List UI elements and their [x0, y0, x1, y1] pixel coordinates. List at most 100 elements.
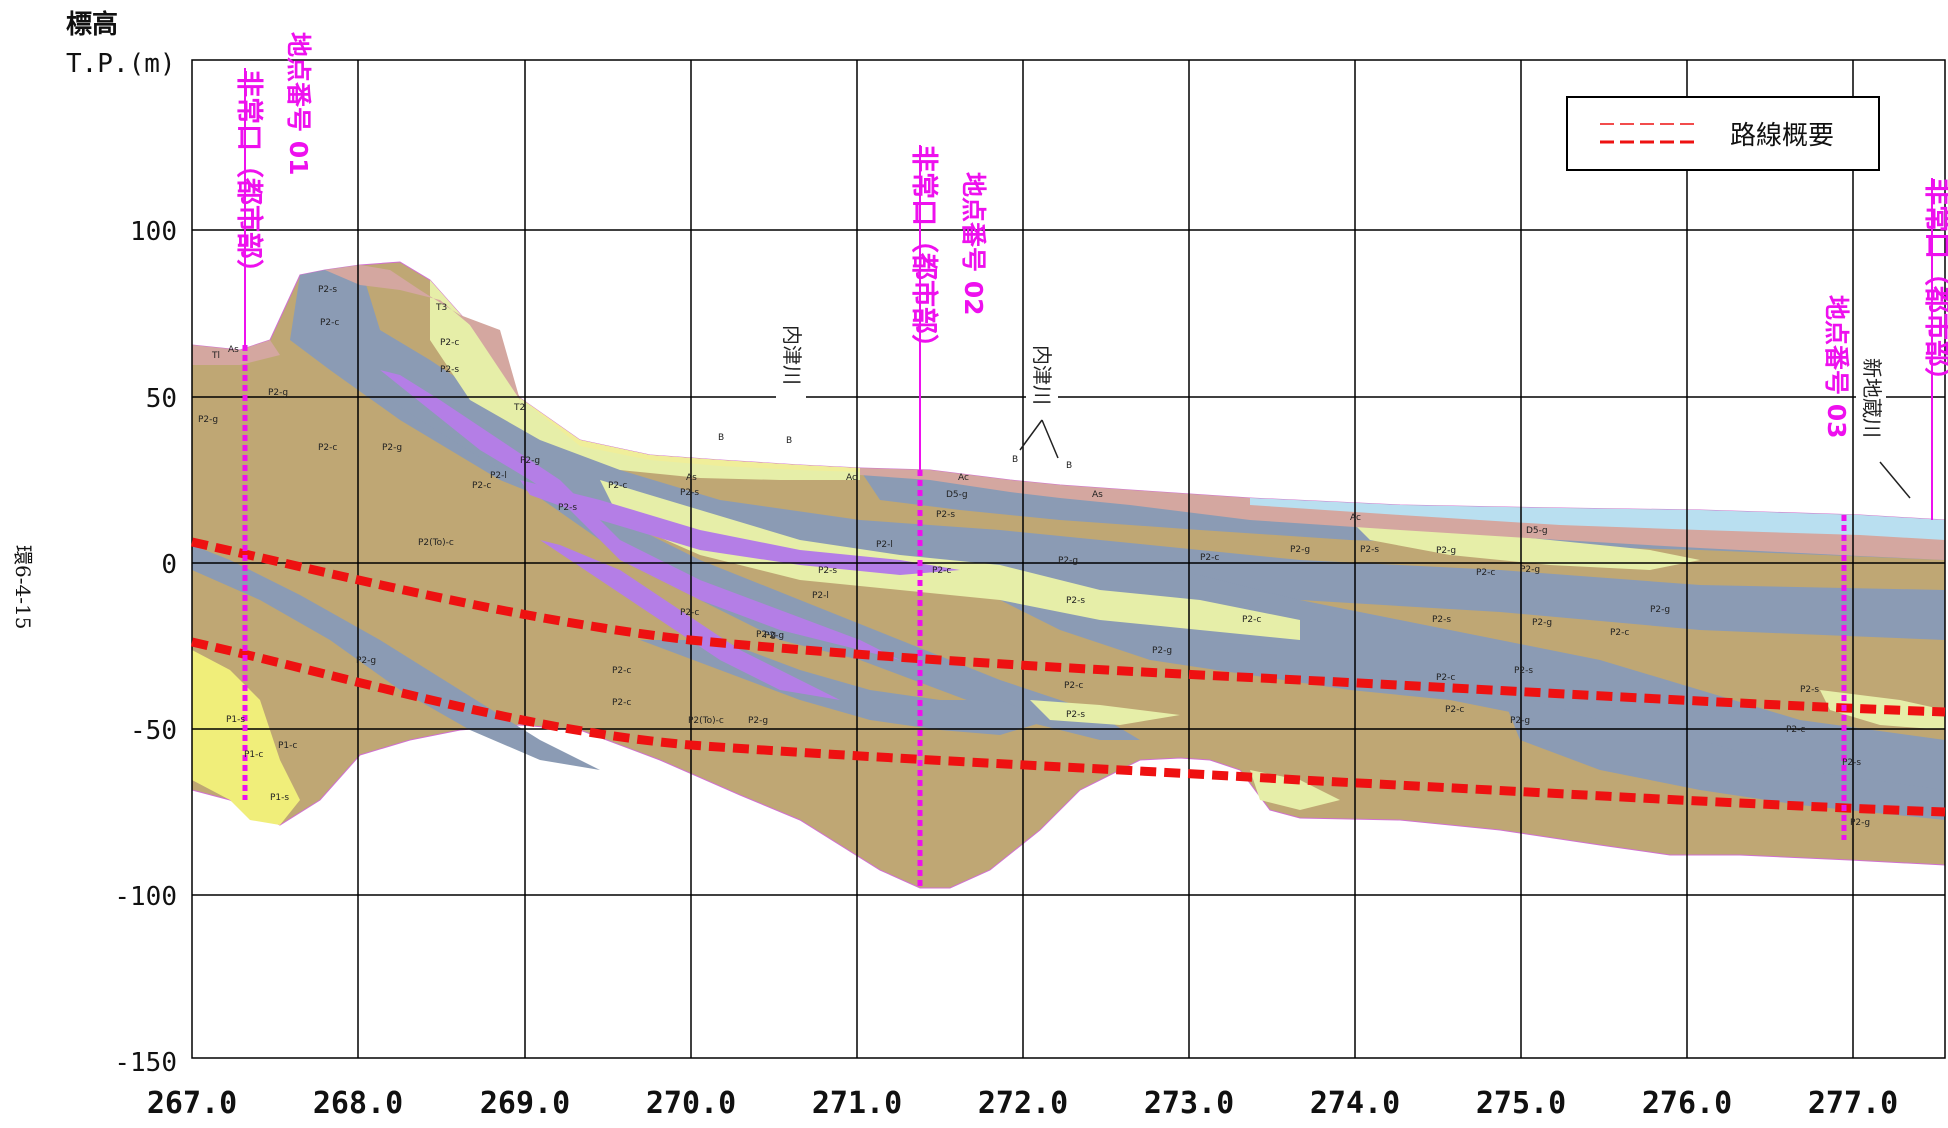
geology-unit-label: B: [1012, 455, 1018, 465]
geology-unit-label: P2-g: [748, 716, 768, 726]
marker-label-emergency-1: 非常口（都市部）: [233, 70, 265, 286]
geology-unit-label: P2-c: [472, 481, 491, 491]
geology-unit-label: P2-g: [1152, 646, 1172, 656]
layer-sand-6: [1820, 690, 1945, 730]
geology-unit-label: P2-s: [1066, 596, 1085, 606]
layer-lignite-3: [520, 480, 960, 575]
geology-unit-label: Ac: [846, 473, 857, 483]
legend: 路線概要: [1566, 96, 1880, 171]
legend-label: 路線概要: [1730, 121, 1834, 151]
grid: [191, 59, 1946, 1059]
geology-unit-label: P2-s: [680, 488, 699, 498]
x-tick-276: 276.0: [1642, 1086, 1732, 1121]
geology-unit-label: P2-c: [1436, 673, 1455, 683]
x-tick-275: 275.0: [1476, 1086, 1566, 1121]
geology-unit-label: P2-g: [198, 415, 218, 425]
geology-unit-label: P2-c: [608, 481, 627, 491]
geology-unit-label: P2-s: [1514, 666, 1533, 676]
x-axis-ticks: 267.0 268.0 269.0 270.0 271.0 272.0 273.…: [147, 1086, 1898, 1121]
geology-unit-label: Tl: [211, 351, 220, 361]
layer-lignite-1: [380, 370, 900, 660]
geology-unit-label: As: [1092, 490, 1103, 500]
geology-unit-label: P2-s: [558, 503, 577, 513]
x-tick-270: 270.0: [646, 1086, 736, 1121]
geology-unit-label: P2-s: [318, 285, 337, 295]
y-axis-title-line1: 標高: [66, 9, 118, 40]
layer-sand-1: [430, 280, 860, 480]
layer-sand-3: [1350, 520, 1700, 570]
x-tick-273: 273.0: [1144, 1086, 1234, 1121]
route-lines: [191, 537, 1946, 817]
geology-unit-label: T2: [513, 403, 525, 413]
geology-unit-label: P2-c: [440, 338, 459, 348]
geology-unit-label: P2-c: [318, 443, 337, 453]
y-tick-minus50: -50: [130, 716, 177, 746]
geology-unit-label: P2-g: [764, 631, 784, 641]
marker-label-emergency-3: 非常口（都市部）: [1921, 178, 1948, 394]
geology-unit-label: P2-g: [1290, 545, 1310, 555]
geology-unit-label: P2-c: [1610, 628, 1629, 638]
geology-unit-label: P2-g: [1436, 546, 1456, 556]
page-number: 環6-4-15: [11, 545, 35, 629]
marker-lines: [242, 345, 1847, 890]
geology-unit-label: P2-g: [1510, 716, 1530, 726]
geology-unit-label: P2-c: [1476, 568, 1495, 578]
geology-unit-label: P2-g: [1850, 818, 1870, 828]
y-tick-0: 0: [161, 550, 177, 580]
geology-layers: [192, 261, 1945, 889]
layer-sand-2: [600, 480, 1300, 640]
river-label-shinjizo: 新地蔵川: [1860, 358, 1884, 438]
geology-unit-label: P2-s: [1066, 710, 1085, 720]
geology-unit-label: B: [1066, 461, 1072, 471]
geology-unit-label: Ac: [958, 473, 969, 483]
geology-unit-label: P1-c: [278, 741, 297, 751]
geology-unit-label: P2(To)-c: [418, 538, 454, 548]
river-labels: 内津川 内津川 新地蔵川: [776, 318, 1911, 499]
geology-unit-label: P2-g: [520, 456, 540, 466]
route-line-lower: [191, 637, 1946, 817]
geology-unit-label: P2-c: [1445, 705, 1464, 715]
marker-label-point-03: 地点番号 03: [1822, 295, 1851, 439]
layer-terrace-left: [192, 340, 280, 365]
geology-unit-label: P2-g: [756, 630, 776, 640]
geology-unit-label: P2-g: [356, 656, 376, 666]
geology-unit-label: P2-g: [1520, 565, 1540, 575]
y-axis-title-line2: T.P.(m): [66, 49, 176, 79]
x-tick-267: 267.0: [147, 1086, 237, 1121]
geology-unit-label: P2-s: [1360, 545, 1379, 555]
geology-unit-label: P2-c: [1242, 615, 1261, 625]
legend-box: [1566, 96, 1880, 171]
x-tick-272: 272.0: [978, 1086, 1068, 1121]
geology-unit-label: P2-s: [440, 365, 459, 375]
geology-unit-label: P2-c: [612, 698, 631, 708]
geology-unit-label: P2-g: [382, 443, 402, 453]
geology-unit-label: P2-s: [936, 510, 955, 520]
geology-unit-label: P2-c: [932, 566, 951, 576]
y-tick-100: 100: [130, 217, 177, 247]
geology-unit-label: P2-s: [1800, 685, 1819, 695]
layer-lignite-2: [540, 540, 840, 700]
geology-unit-label: P2-g: [1058, 556, 1078, 566]
y-tick-minus150: -150: [114, 1048, 177, 1078]
y-tick-50: 50: [146, 384, 177, 414]
y-tick-minus100: -100: [114, 882, 177, 912]
marker-label-emergency-2: 非常口（都市部）: [908, 145, 940, 361]
geology-unit-label: Ac: [1350, 513, 1361, 523]
geology-unit-label: P1-s: [270, 793, 289, 803]
geology-unit-label: As: [228, 345, 239, 355]
layer-sand-5: [1030, 700, 1180, 725]
geology-unit-label: P2-g: [1532, 618, 1552, 628]
geology-unit-label: P2-c: [1200, 553, 1219, 563]
geology-unit-label: B: [718, 433, 724, 443]
geology-unit-label: B: [786, 436, 792, 446]
geology-unit-label: P2(To)-c: [688, 716, 724, 726]
geology-unit-label: P2-c: [320, 318, 339, 328]
layer-alluvium-blue: [1250, 498, 1945, 540]
layer-terrace: [325, 265, 520, 400]
geology-unit-label: P2-g: [268, 388, 288, 398]
y-axis-ticks: 100 50 0 -50 -100 -150: [114, 217, 177, 1078]
geology-unit-label: P2-c: [1786, 725, 1805, 735]
x-tick-271: 271.0: [812, 1086, 902, 1121]
geology-unit-label: P2-s: [1842, 758, 1861, 768]
x-tick-268: 268.0: [313, 1086, 403, 1121]
